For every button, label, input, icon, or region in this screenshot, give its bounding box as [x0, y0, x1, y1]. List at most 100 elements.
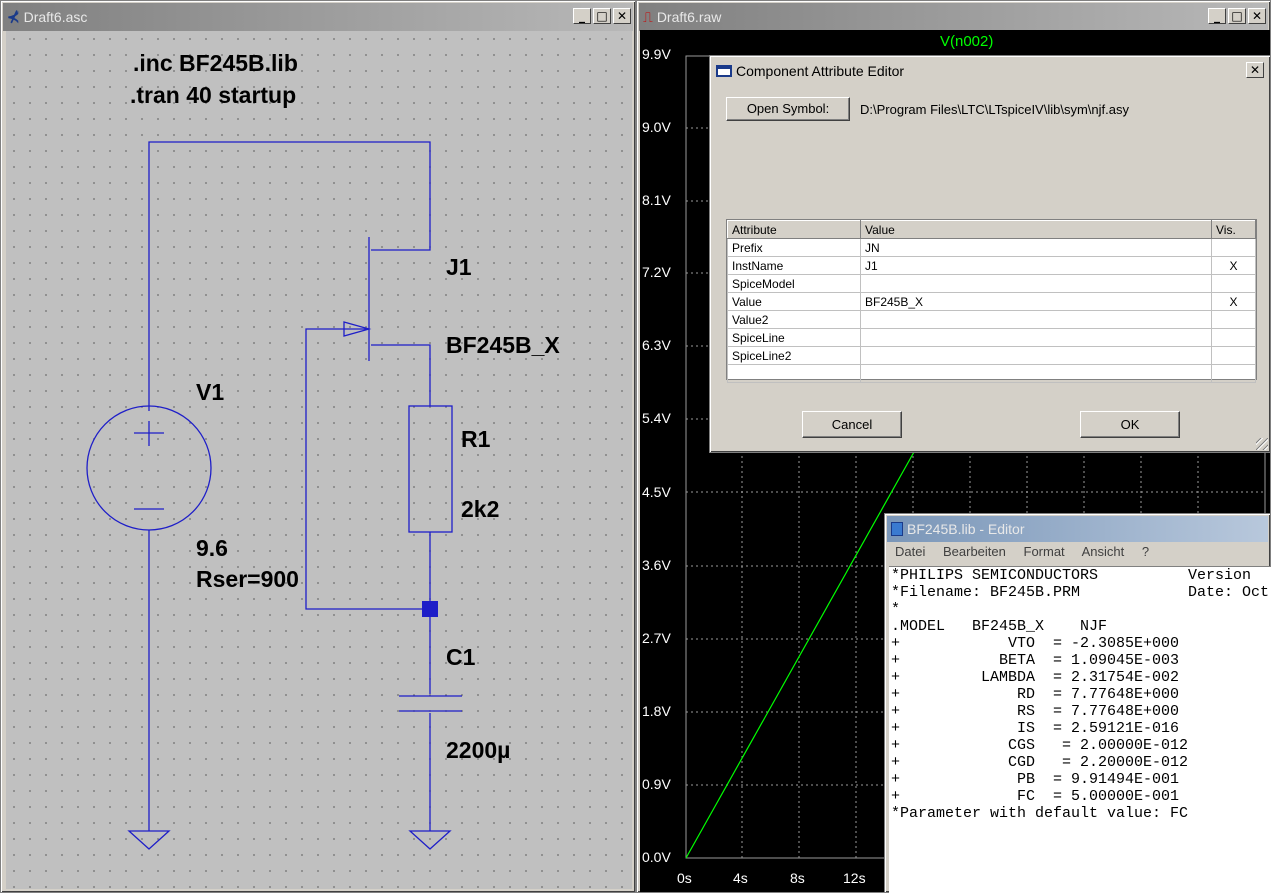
value-cell[interactable] — [860, 328, 1212, 347]
wire-top-loop — [148, 141, 431, 411]
column-header[interactable]: Value — [860, 220, 1212, 239]
attribute-editor-dialog[interactable]: Component Attribute Editor ✕ Open Symbol… — [709, 55, 1271, 453]
cancel-button[interactable]: Cancel — [802, 411, 902, 438]
attribute-editor-titlebar[interactable]: Component Attribute Editor ✕ — [712, 58, 1268, 84]
attribute-cell[interactable]: Value2 — [727, 310, 861, 329]
menu-ansicht[interactable]: Ansicht — [1081, 544, 1125, 559]
table-row[interactable]: InstName J1 X — [727, 256, 1256, 275]
plot-title: Draft6.raw — [656, 9, 722, 25]
j1-name-label[interactable]: J1 — [446, 254, 472, 280]
close-button[interactable]: ✕ — [613, 8, 631, 24]
ground-symbol-c1 — [408, 830, 452, 850]
trace-label[interactable]: V(n002) — [940, 33, 994, 50]
maximize-button[interactable]: □ — [593, 8, 611, 24]
value-cell[interactable] — [860, 310, 1212, 329]
column-header[interactable]: Attribute — [727, 220, 861, 239]
vis-cell[interactable] — [1211, 310, 1256, 329]
table-row[interactable]: SpiceModel — [727, 274, 1256, 293]
attribute-cell[interactable]: Value — [727, 292, 861, 311]
vis-cell[interactable] — [1211, 346, 1256, 365]
attribute-cell[interactable]: Prefix — [727, 238, 861, 257]
ok-button[interactable]: OK — [1080, 411, 1180, 438]
text-line: + LAMBDA = 2.31754E-002 — [891, 669, 1180, 686]
y-tick: 6.3V — [642, 337, 671, 353]
vis-cell[interactable] — [1211, 238, 1256, 257]
menu-bearbeiten[interactable]: Bearbeiten — [942, 544, 1006, 559]
schematic-wires — [86, 141, 462, 850]
text-line: + FC = 5.00000E-001 — [891, 788, 1180, 805]
schematic-titlebar[interactable]: ⊀ Draft6.asc _ □ ✕ — [3, 3, 633, 31]
attribute-cell[interactable]: InstName — [727, 256, 861, 275]
value-cell[interactable] — [860, 364, 1212, 383]
vis-cell[interactable]: X — [1211, 256, 1256, 275]
editor-titlebar[interactable]: BF245B.lib - Editor — [887, 516, 1268, 542]
open-symbol-button[interactable]: Open Symbol: — [726, 97, 850, 121]
attribute-cell[interactable]: SpiceModel — [727, 274, 861, 293]
value-cell[interactable]: BF245B_X — [860, 292, 1212, 311]
close-button[interactable]: ✕ — [1246, 62, 1264, 78]
editor-title: BF245B.lib - Editor — [907, 521, 1025, 537]
c1-name-label[interactable]: C1 — [446, 644, 476, 670]
minimize-button[interactable]: _ — [573, 8, 591, 24]
wire-gate-feedback — [305, 328, 430, 610]
jfet-gate-arrow — [343, 321, 372, 337]
value-cell[interactable]: JN — [860, 238, 1212, 257]
menu-format[interactable]: Format — [1023, 544, 1065, 559]
resize-grip-icon[interactable] — [1256, 438, 1268, 450]
schematic-window[interactable]: ⊀ Draft6.asc _ □ ✕ — [0, 0, 636, 893]
text-line: * — [891, 601, 901, 618]
attribute-table[interactable]: Attribute Value Vis. Prefix JN InstName … — [726, 219, 1257, 383]
editor-window[interactable]: BF245B.lib - Editor Datei Bearbeiten For… — [884, 513, 1271, 893]
table-row[interactable]: Value2 — [727, 310, 1256, 329]
r1-name-label[interactable]: R1 — [461, 426, 491, 452]
attribute-cell[interactable] — [727, 364, 861, 383]
menu-datei[interactable]: Datei — [895, 544, 926, 559]
y-tick: 5.4V — [642, 410, 671, 426]
table-row[interactable]: Prefix JN — [727, 238, 1256, 257]
r1-value-label[interactable]: 2k2 — [461, 496, 500, 522]
value-cell[interactable] — [860, 346, 1212, 365]
vis-cell[interactable] — [1211, 328, 1256, 347]
vis-cell[interactable] — [1211, 364, 1256, 383]
plot-titlebar[interactable]: ⎍ Draft6.raw _ □ ✕ — [639, 3, 1268, 31]
table-row[interactable] — [727, 364, 1256, 383]
v1-rser-label[interactable]: Rser=900 — [196, 566, 299, 592]
menu-help[interactable]: ? — [1141, 544, 1150, 559]
wire-source-r1 — [371, 344, 431, 406]
text-line: + IS = 2.59121E-016 — [891, 720, 1180, 737]
table-row[interactable]: SpiceLine — [727, 328, 1256, 347]
v1-value-label[interactable]: 9.6 — [196, 535, 228, 561]
directive-tran[interactable]: .tran 40 startup — [130, 82, 297, 108]
text-line: + RS = 7.77648E+000 — [891, 703, 1180, 720]
table-row[interactable]: Value BF245B_X X — [727, 292, 1256, 311]
trace-line — [685, 451, 915, 859]
x-tick: 8s — [790, 870, 805, 886]
editor-text-area[interactable]: *PHILIPS SEMICONDUCTORS Version *Filenam… — [889, 566, 1271, 893]
y-tick: 3.6V — [642, 557, 671, 573]
table-row[interactable]: SpiceLine2 — [727, 346, 1256, 365]
directive-inc[interactable]: .inc BF245B.lib — [133, 50, 298, 76]
vis-cell[interactable]: X — [1211, 292, 1256, 311]
attribute-cell[interactable]: SpiceLine — [727, 328, 861, 347]
text-line: + VTO = -2.3085E+000 — [891, 635, 1180, 652]
junction-node — [422, 601, 438, 617]
notepad-icon — [891, 522, 903, 536]
value-cell[interactable] — [860, 274, 1212, 293]
vis-cell[interactable] — [1211, 274, 1256, 293]
y-tick: 1.8V — [642, 703, 671, 719]
column-header[interactable]: Vis. — [1211, 220, 1256, 239]
maximize-button[interactable]: □ — [1228, 8, 1246, 24]
x-tick: 12s — [843, 870, 866, 886]
text-line: + CGS = 2.00000E-012 — [891, 737, 1189, 754]
schematic-title: Draft6.asc — [23, 9, 88, 25]
r1-symbol — [408, 405, 453, 533]
y-tick: 2.7V — [642, 630, 671, 646]
j1-value-label[interactable]: BF245B_X — [446, 332, 560, 358]
minimize-button[interactable]: _ — [1208, 8, 1226, 24]
value-cell[interactable]: J1 — [860, 256, 1212, 275]
close-button[interactable]: ✕ — [1248, 8, 1266, 24]
v1-name-label[interactable]: V1 — [196, 379, 225, 405]
c1-value-label[interactable]: 2200µ — [446, 737, 511, 763]
schematic-canvas[interactable]: .inc BF245B.lib .tran 40 startup J1 BF24… — [6, 31, 632, 889]
attribute-cell[interactable]: SpiceLine2 — [727, 346, 861, 365]
